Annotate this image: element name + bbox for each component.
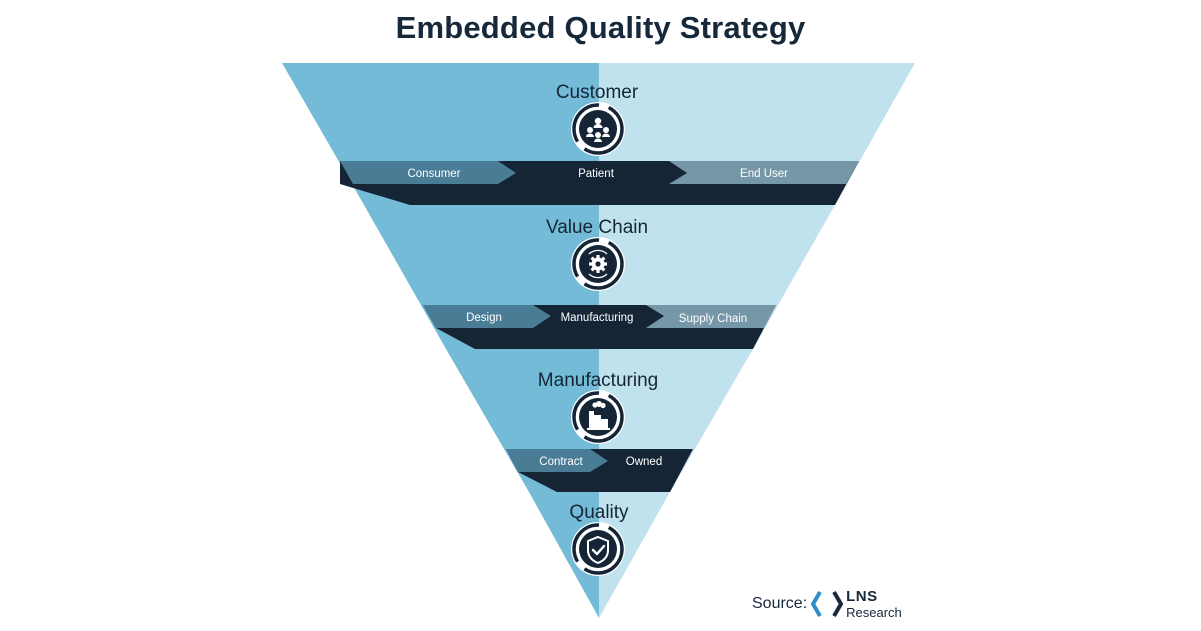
tier-value-chain-label: Value Chain: [546, 217, 648, 238]
segment-supply-chain: Supply Chain: [679, 313, 747, 325]
source-attribution: Source: LNS Research: [752, 588, 902, 620]
source-label: Source:: [752, 595, 808, 612]
tier-quality-label: Quality: [569, 502, 629, 523]
segment-end-user: End User: [740, 168, 788, 180]
tier-quality-panel-right: [599, 492, 670, 618]
segment-manufacturing: Manufacturing: [561, 312, 634, 324]
logo-name: LNS: [846, 588, 878, 605]
segment-supply-chain-shape: [646, 305, 776, 328]
segment-patient: Patient: [578, 168, 615, 180]
segment-end-user-shape: [669, 161, 859, 184]
tier-quality: Quality: [529, 492, 670, 618]
segment-design-shape: [423, 305, 551, 328]
logo-subtitle: Research: [846, 605, 902, 620]
segment-owned: Owned: [626, 456, 662, 468]
tier-manufacturing: Contract Owned Manufacturing: [446, 349, 753, 492]
tier-quality-panel-left: [529, 492, 599, 618]
people-icon: [571, 102, 625, 156]
segment-contract: Contract: [539, 456, 583, 468]
lns-logo-icon: [811, 590, 844, 618]
segment-consumer-shape: [340, 161, 516, 184]
diagram-title: Embedded Quality Strategy: [395, 10, 806, 45]
tier-customer-label: Customer: [556, 82, 639, 103]
factory-icon: [571, 390, 625, 444]
tier-customer: Consumer Patient End User Customer: [282, 63, 915, 205]
gear-cycle-icon: [571, 237, 625, 291]
segment-consumer: Consumer: [407, 168, 460, 180]
segment-design: Design: [466, 312, 502, 324]
lns-logo-text: LNS Research: [846, 589, 902, 619]
tier-value-chain: Design Manufacturing Supply Chain Value …: [364, 205, 835, 349]
shield-check-icon: [571, 522, 625, 576]
segment-contract-shape: [506, 449, 608, 472]
tier-manufacturing-label: Manufacturing: [538, 370, 658, 391]
